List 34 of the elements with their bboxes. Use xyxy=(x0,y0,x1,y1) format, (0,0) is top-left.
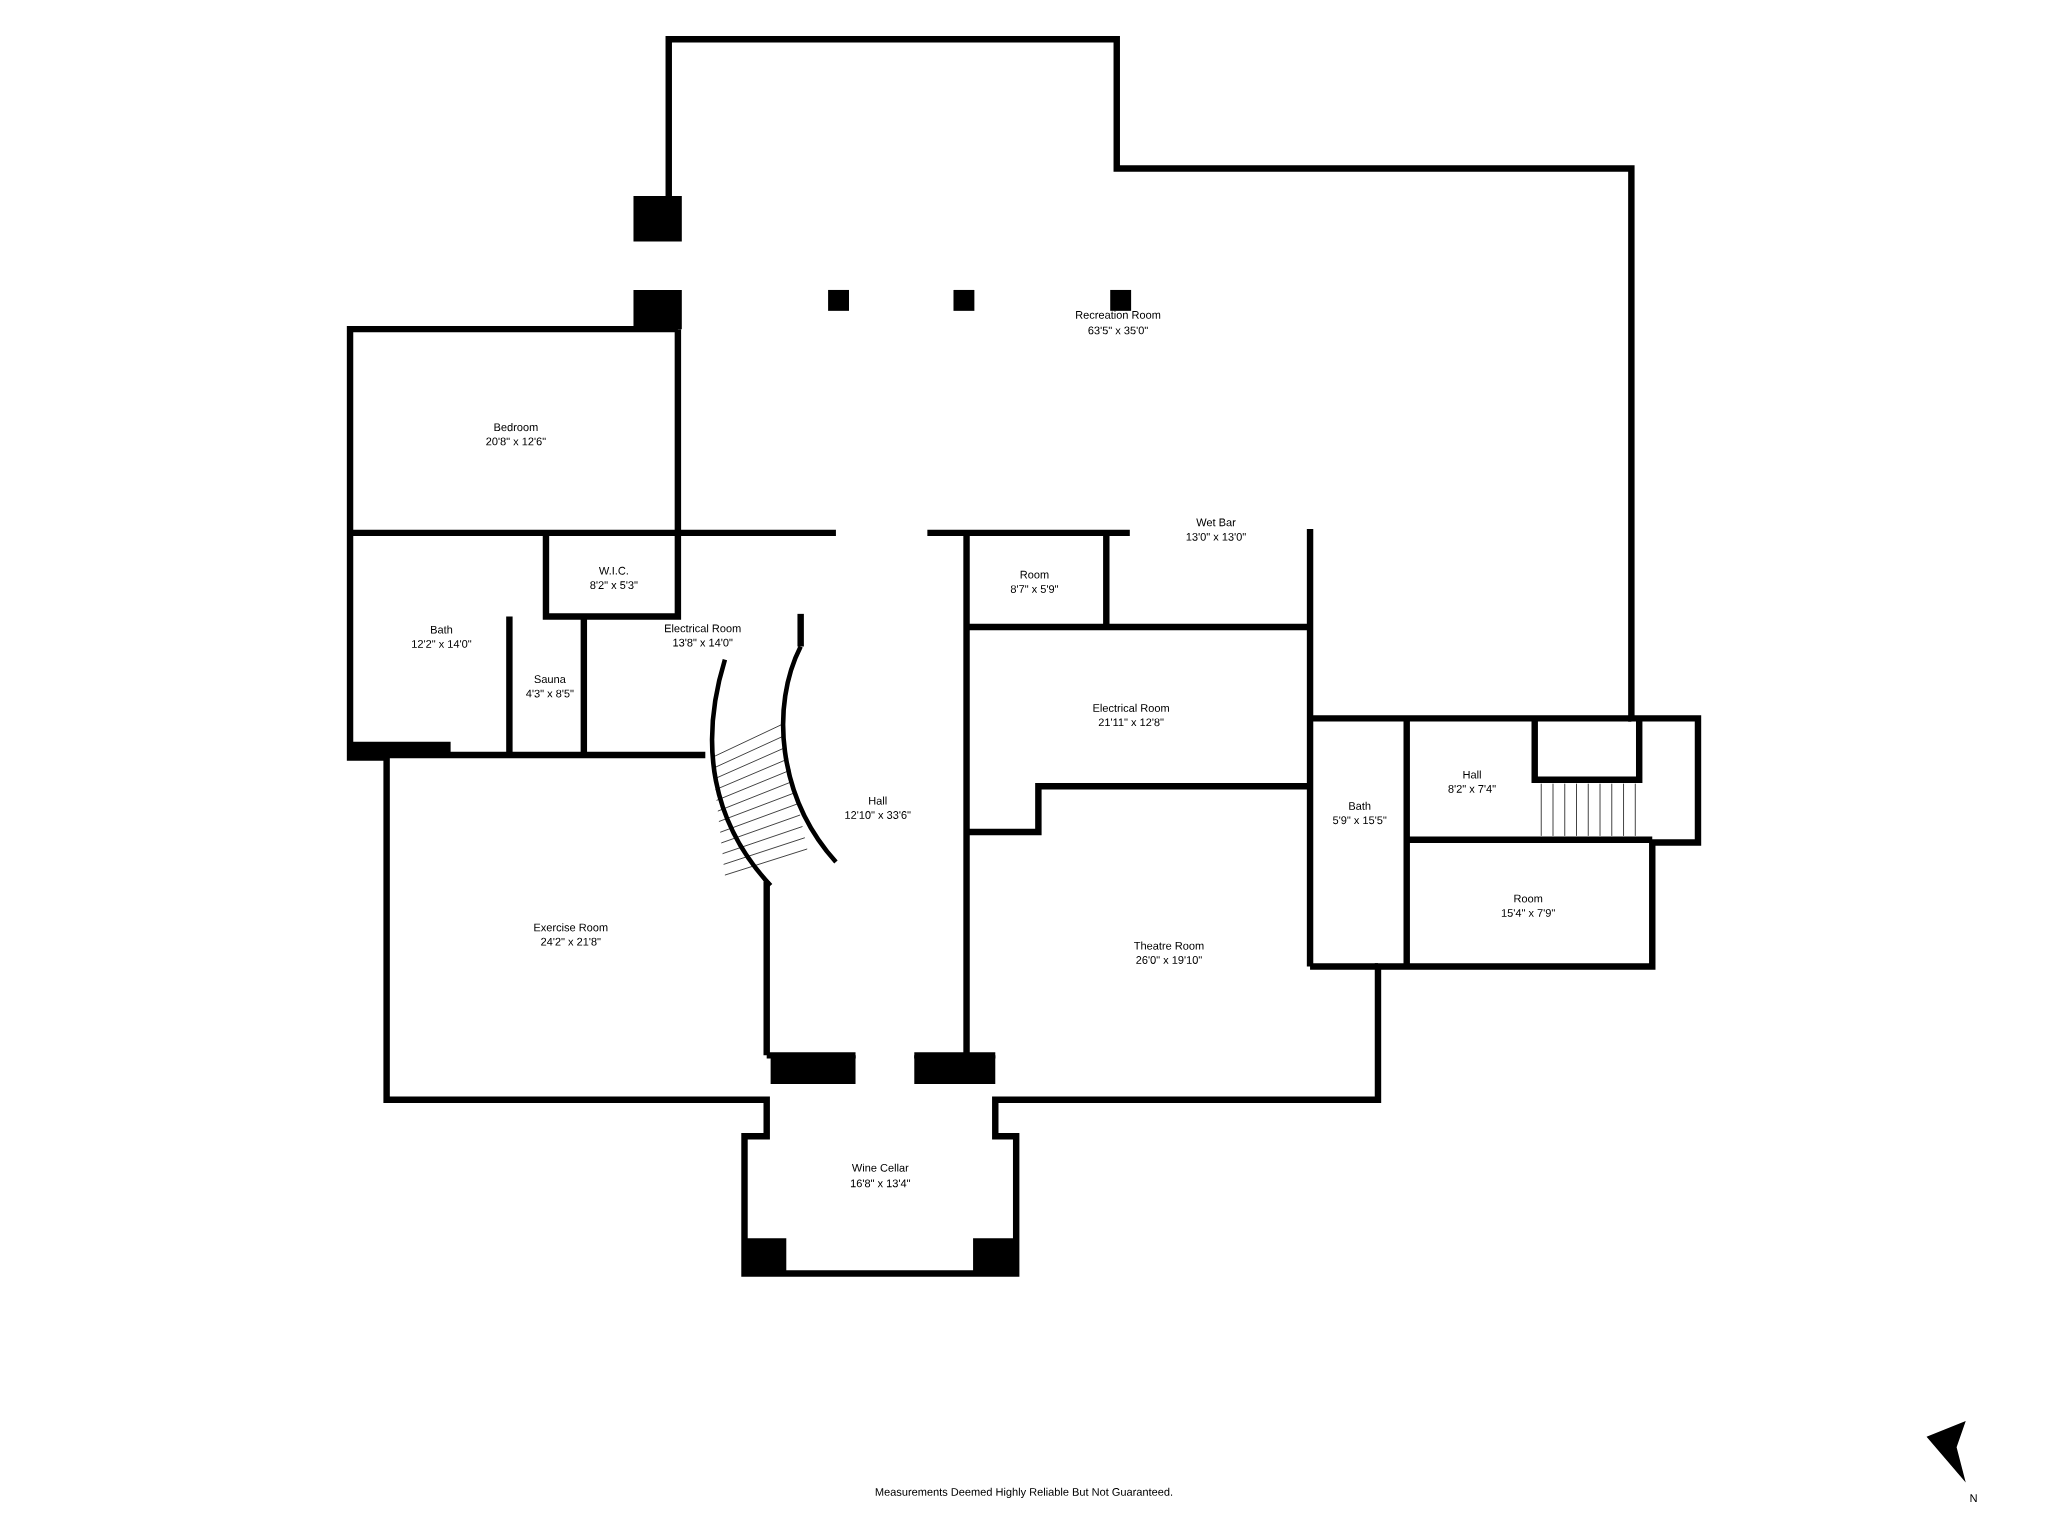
room-name: Hall xyxy=(869,796,887,805)
room-dimensions: 12'2" x 14'0" xyxy=(412,640,472,648)
room-name: Wet Bar xyxy=(1196,518,1236,527)
room-dimensions: 8'2" x 7'4" xyxy=(1448,785,1496,793)
room-dimensions: 16'8" x 13'4" xyxy=(850,1179,911,1188)
room-name: Electrical Room xyxy=(665,624,741,633)
footer-note: Measurements Deemed Highly Reliable But Not Guaranteed. xyxy=(875,1487,1173,1499)
room-name: Bath xyxy=(1349,801,1371,810)
room-name: Hall xyxy=(1463,770,1481,779)
room-dimensions: 13'0" x 13'0" xyxy=(1186,532,1246,541)
room-dimensions: 26'0" x 19'10" xyxy=(1136,956,1202,964)
room-name: Theatre Room xyxy=(1134,941,1204,950)
room-dimensions: 24'2" x 21'8" xyxy=(541,937,601,946)
room-dimensions: 12'10" x 33'6" xyxy=(845,811,911,819)
room-dimensions: 8'2" x 5'3" xyxy=(590,581,638,589)
room-name: Room xyxy=(1020,570,1049,579)
room-name: Bath xyxy=(431,625,453,634)
room-name: W.I.C. xyxy=(598,566,628,575)
room-dimensions: 13'8" x 14'0" xyxy=(673,638,733,647)
north-label: N xyxy=(1970,1494,1977,1502)
room-name: Electrical Room xyxy=(1093,703,1169,712)
room-name: Wine Cellar xyxy=(851,1163,909,1172)
room-name: Recreation Room xyxy=(1076,310,1161,319)
room-name: Room xyxy=(1514,894,1543,903)
room-dimensions: 15'4" x 7'9" xyxy=(1501,909,1555,917)
room-dimensions: 63'5" x 35'0" xyxy=(1088,326,1148,335)
room-dimensions: 4'3" x 8'5" xyxy=(526,689,574,698)
room-dimensions: 20'8" x 12'6" xyxy=(486,437,546,446)
room-name: Exercise Room xyxy=(534,923,608,932)
room-dimensions: 21'11" x 12'8" xyxy=(1098,718,1164,727)
room-dimensions: 8'7" x 5'9" xyxy=(1010,585,1059,593)
room-name: Sauna xyxy=(534,675,566,684)
room-name: Bedroom xyxy=(494,423,538,432)
room-dimensions: 5'9" x 15'5" xyxy=(1333,816,1387,825)
